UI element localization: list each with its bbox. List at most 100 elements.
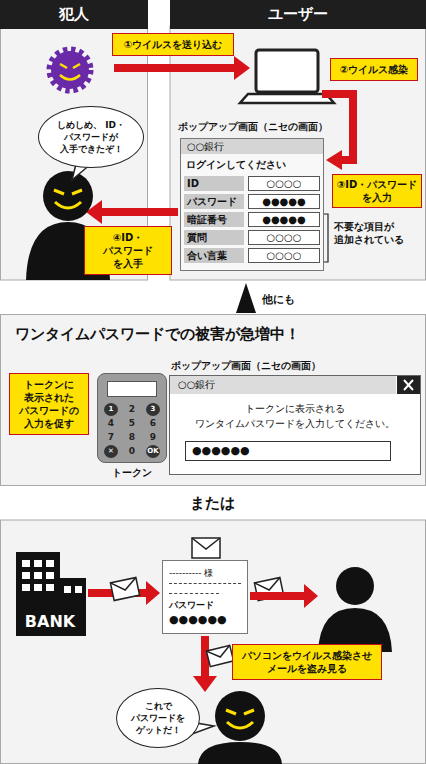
- criminal-figure: [198, 742, 282, 764]
- node-text: 1: [104, 403, 118, 416]
- node-text: 犯人: [59, 5, 89, 24]
- node-text: ワンタイムパスワードでの被害が急増中！: [15, 325, 300, 344]
- email-document: ---------- 様パスワード●●●●●●: [162, 560, 248, 634]
- node-text: ポップアップ画面（ニセの画面）: [178, 121, 328, 134]
- bank-building: [46, 572, 54, 579]
- criminal-figure: [54, 190, 82, 194]
- bank-building: [34, 572, 42, 579]
- node-text: 9: [146, 431, 160, 444]
- bank-building: [22, 560, 82, 593]
- virus-icon: [51, 51, 89, 89]
- header-band: ユーザー: [170, 0, 426, 29]
- pointer-triangle: [236, 283, 256, 313]
- red-arrow: [304, 584, 318, 608]
- step-callout: ①ウイルスを送り込む: [112, 33, 234, 56]
- node-text: ポップアップ画面（ニセの画面）: [171, 359, 321, 373]
- arrow-head: [326, 150, 342, 170]
- close-icon: [397, 376, 420, 394]
- node-text: 3: [146, 403, 160, 416]
- node-text: 合い言葉: [184, 248, 244, 263]
- bank-building: [34, 560, 42, 567]
- frame-decoration: [169, 583, 241, 584]
- annotation-label: 他にも: [262, 292, 295, 307]
- step-callout: ③ID・パスワード を入力: [332, 174, 422, 208]
- node-text: 8: [125, 431, 139, 444]
- virus-icon: [53, 53, 87, 87]
- criminal-figure: [215, 691, 265, 741]
- fake-popup: ポップアップ画面（ニセの画面） ○○銀行トークンに表示される ワンタイムパスワード…: [169, 359, 421, 477]
- frame-decoration: [397, 376, 420, 394]
- criminal-figure: [227, 722, 253, 728]
- bank-building: [64, 586, 71, 593]
- node-text: 質問: [184, 230, 244, 245]
- step-callout: ②ウイルス感染: [330, 58, 418, 81]
- close-icon: [404, 380, 413, 390]
- node-text: 0: [125, 445, 139, 458]
- red-arrow: [193, 676, 217, 692]
- virus-icon: [51, 51, 89, 89]
- laptop-icon: [240, 94, 334, 103]
- frame-decoration: [107, 381, 157, 397]
- node-text: ①ウイルスを送り込む: [124, 38, 222, 51]
- laptop-icon: [256, 50, 318, 92]
- user-figure: [318, 567, 392, 652]
- token-device: トークン123456789✕0OK: [97, 373, 167, 483]
- envelope-icon: [192, 538, 220, 549]
- node-text: 5: [125, 417, 139, 430]
- bottom-panel: [1, 520, 426, 764]
- bank-building: [46, 584, 54, 591]
- red-arrow: [234, 56, 250, 80]
- node-text: トークンに 表示された パスワードの 入力を促す: [13, 378, 85, 430]
- node-text: ○○銀行: [181, 139, 323, 154]
- node-text: ログインしてください: [186, 158, 286, 172]
- envelope-icon: [206, 645, 231, 660]
- node-text: 2: [125, 403, 139, 416]
- fake-popup: ポップアップ画面（ニセの画面） ○○銀行ログインしてください ID ○○○○ パスワード…: [178, 121, 326, 273]
- envelope-icon: [206, 645, 233, 666]
- node-text: ユーザー: [268, 5, 328, 24]
- red-arrow: [114, 64, 236, 72]
- criminal-figure: [226, 710, 254, 714]
- node-text: 暗証番号: [184, 212, 244, 227]
- bank-building: [75, 586, 82, 593]
- node-text: ID: [184, 176, 244, 191]
- bank-building: [22, 572, 30, 579]
- envelope-icon: [110, 577, 139, 600]
- red-arrow: [86, 200, 178, 224]
- envelope-icon: [192, 538, 220, 558]
- laptop-icon: [240, 50, 334, 103]
- node-text: ✕: [104, 445, 118, 458]
- arrow-head: [146, 581, 160, 605]
- node-text: ○○○○: [248, 230, 320, 245]
- envelope-icon: [110, 577, 138, 592]
- node-text: 7: [104, 431, 118, 444]
- node-text: OK: [146, 445, 160, 458]
- node-text: ●●●●●: [248, 194, 320, 209]
- note-callout: トークンに 表示された パスワードの 入力を促す: [9, 373, 89, 435]
- virus-icon: [60, 75, 80, 80]
- node-text: ③ID・パスワード を入力: [336, 178, 418, 204]
- node-text: ○○○○: [248, 248, 320, 263]
- bank-building: [46, 560, 54, 567]
- node-text: ○○○○: [248, 176, 320, 191]
- node-text: トークン: [97, 466, 167, 480]
- node-text: ②ウイルス感染: [340, 63, 408, 76]
- section-panel: ワンタイムパスワードでの被害が急増中！ トークンに 表示された パスワードの 入力…: [0, 314, 426, 486]
- node-text: トークンに表示される ワンタイムパスワードを入力してください。: [173, 401, 417, 431]
- node-text: パソコンをウイルス感染させ メールを盗み見る: [236, 649, 378, 675]
- node-text: ---------- 様: [169, 567, 213, 580]
- header-band: 犯人: [0, 0, 148, 29]
- criminal-figure: [43, 171, 93, 221]
- red-arrow: [250, 592, 306, 600]
- node-text: ●●●●●●: [169, 613, 227, 626]
- envelope-icon: [206, 645, 233, 666]
- node-text: パスワード: [169, 599, 214, 612]
- red-arrow: [114, 56, 250, 80]
- node-text: ○○銀行: [170, 376, 396, 394]
- annotation-label: または: [190, 494, 235, 513]
- user-figure: [336, 567, 374, 605]
- node-text: パスワード: [184, 194, 244, 209]
- node-text: しめしめ、 ID・パスワードが 入手できたぞ！: [49, 119, 133, 155]
- criminal-figure: [55, 202, 81, 208]
